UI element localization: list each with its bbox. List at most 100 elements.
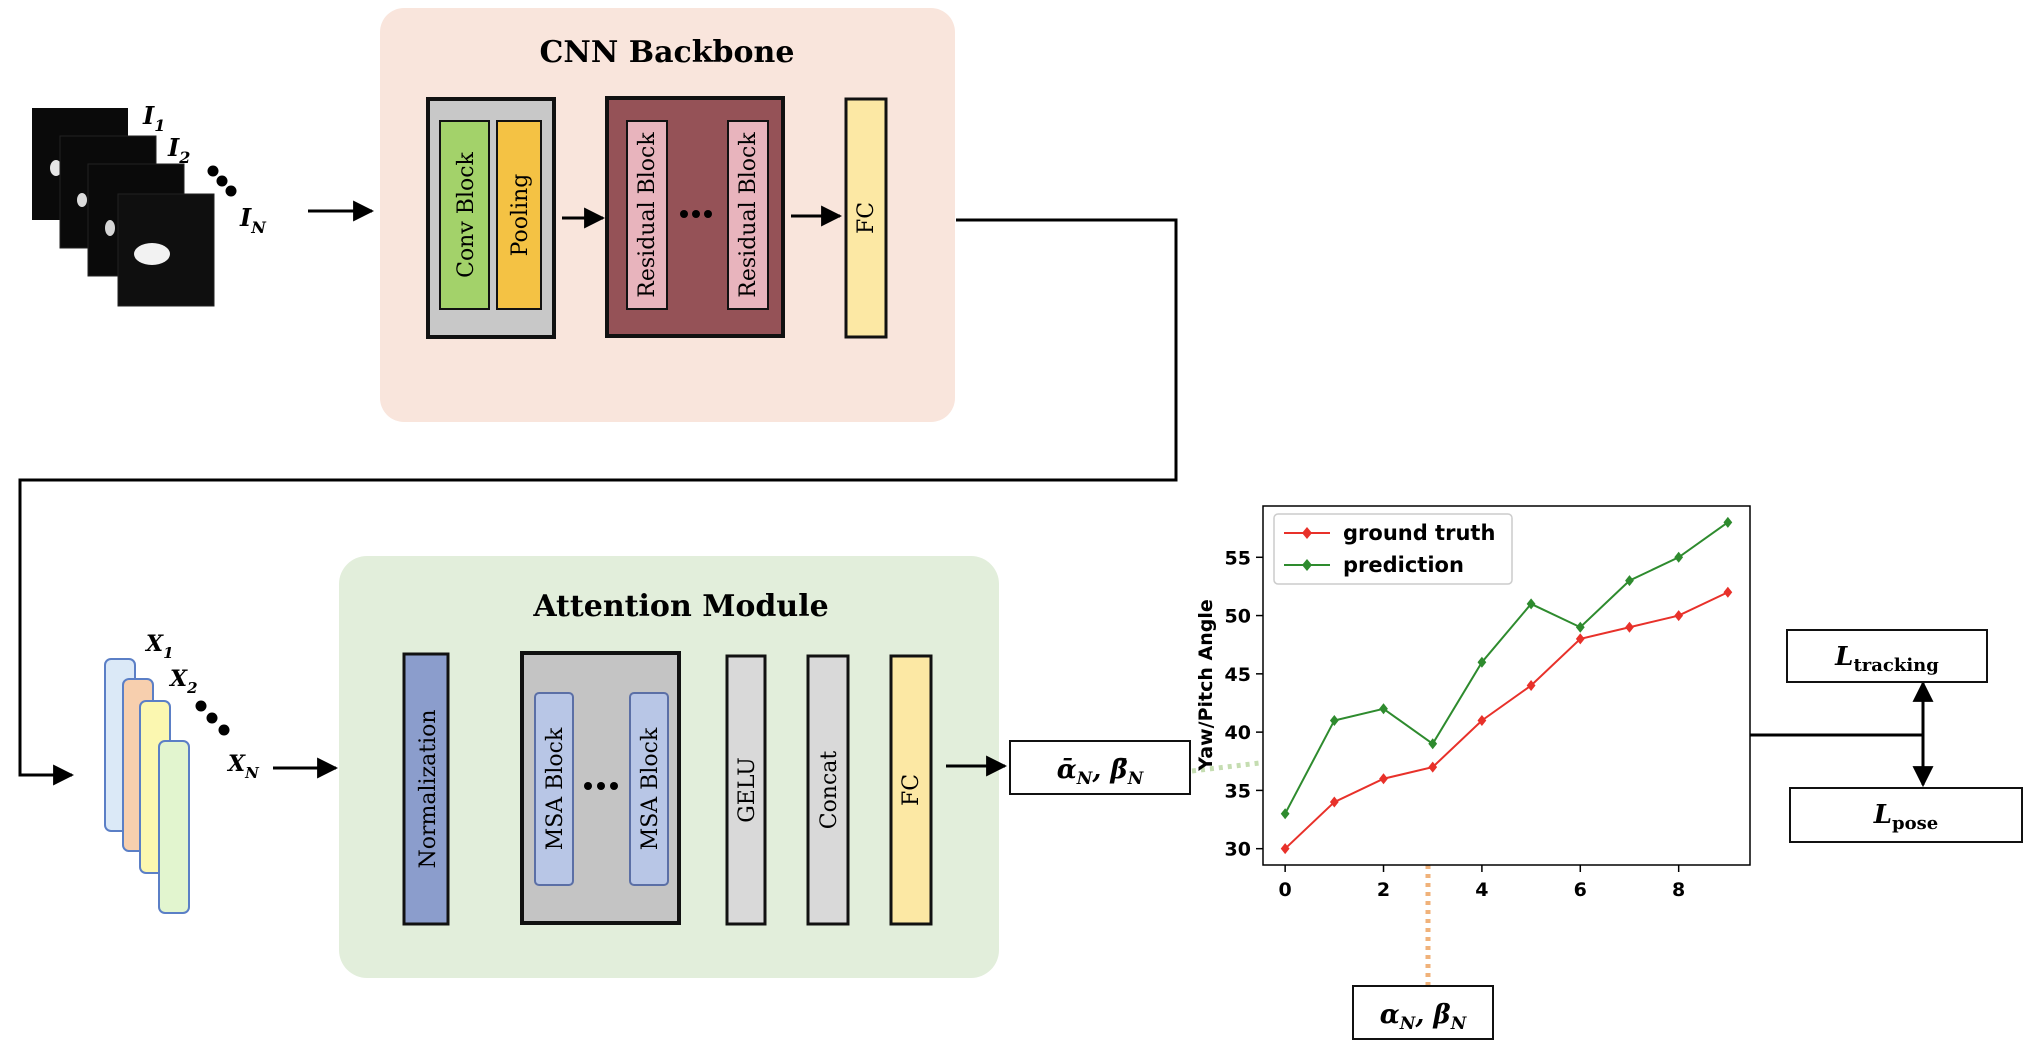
data-point-prediction: [1428, 738, 1438, 750]
label-i2: I2: [167, 133, 190, 167]
input-frame-4: [117, 193, 215, 307]
pose-loss-label: Lpose: [1873, 800, 1938, 834]
cnn-fc-label: FC: [854, 202, 879, 234]
chart-y-axis-label: Yaw/Pitch Angle: [1195, 599, 1217, 771]
msa-block-1: [534, 692, 574, 886]
data-point-ground-truth: [1428, 761, 1438, 773]
data-point-prediction: [1625, 575, 1634, 587]
x-tick-label: 2: [1377, 879, 1390, 901]
data-point-prediction: [1674, 551, 1684, 563]
legend-marker-prediction: [1302, 559, 1312, 571]
series-line-prediction: [1284, 521, 1729, 815]
tracking-loss-label: Ltracking: [1834, 642, 1939, 676]
data-point-prediction: [1379, 703, 1388, 715]
label-x1: X1: [144, 631, 174, 662]
ellipsis-dot: [692, 210, 700, 218]
data-point-ground-truth: [1329, 796, 1339, 808]
x-tick-label: 4: [1475, 879, 1488, 901]
predicted-angles-label: ᾱN, β̄N: [1057, 755, 1145, 789]
ellipsis-dot: [207, 165, 219, 177]
series-line-ground-truth: [1284, 591, 1729, 850]
ellipsis-dot: [225, 185, 237, 197]
attention-module: Attention Module Normalization MSA Block…: [339, 556, 999, 978]
residual-block-1-label: Residual Block: [635, 132, 660, 298]
token-card-4: [158, 740, 190, 914]
label-in: IN: [239, 203, 267, 237]
data-point-prediction: [1280, 808, 1290, 820]
predicted-angles-box: ᾱN, β̄N: [1009, 740, 1191, 795]
cnn-fc-block: [844, 97, 888, 339]
ellipsis-dot: [680, 210, 688, 218]
residual-block-1: [626, 120, 668, 310]
chart-lines: [1284, 521, 1729, 850]
pose-loss-box: [1789, 787, 2023, 843]
conv-block-label: Conv Block: [454, 151, 479, 277]
data-point-prediction: [1575, 621, 1585, 633]
residual-block-2-label: Residual Block: [736, 132, 761, 298]
chart-points: [1280, 516, 1733, 855]
data-point-ground-truth: [1280, 843, 1290, 855]
normalization-label: Normalization: [416, 709, 441, 868]
ellipsis-dot: [206, 712, 218, 724]
ellipsis-dot: [195, 700, 207, 712]
data-point-ground-truth: [1575, 633, 1585, 645]
token-stack: X1 X2 XN: [104, 631, 260, 914]
data-point-prediction: [1723, 516, 1733, 528]
data-point-prediction: [1329, 714, 1339, 726]
ground-truth-angles-box: αN, βN: [1352, 985, 1494, 1040]
concat-block: [806, 654, 850, 926]
data-point-ground-truth: [1379, 773, 1388, 785]
ellipsis-dot: [584, 782, 592, 790]
x-tick-label: 8: [1672, 879, 1685, 901]
cnn-backbone: CNN Backbone Conv Block Pooling Residual…: [380, 8, 955, 422]
msa-block-2-label: MSA Block: [638, 727, 663, 850]
x-tick-label: 0: [1279, 879, 1292, 901]
tracking-loss-box: [1786, 629, 1988, 683]
attention-fc-label: FC: [899, 774, 924, 806]
normalization-block: [402, 652, 450, 926]
conv-block: [439, 120, 490, 310]
y-tick-label: 50: [1225, 606, 1251, 628]
concat-label: Concat: [817, 751, 842, 830]
data-point-ground-truth: [1526, 680, 1536, 691]
attention-module-title: Attention Module: [532, 589, 828, 624]
pooling-label: Pooling: [508, 174, 533, 257]
data-point-ground-truth: [1477, 714, 1487, 726]
ellipsis-dot: [218, 724, 230, 736]
x-tick-label: 6: [1574, 879, 1587, 901]
ellipsis-dot: [610, 782, 618, 790]
data-point-prediction: [1526, 598, 1536, 610]
y-tick-label: 55: [1225, 547, 1251, 569]
ellipsis-dot: [704, 210, 712, 218]
gelu-block: [725, 654, 767, 926]
loss-branches: Ltracking Lpose: [1750, 629, 2023, 843]
msa-block-1-label: MSA Block: [543, 727, 568, 850]
legend-marker-ground-truth: [1302, 527, 1312, 539]
y-tick-label: 40: [1225, 722, 1251, 744]
y-tick-label: 45: [1225, 664, 1251, 686]
ellipsis-dot: [216, 175, 228, 187]
residual-block-2: [727, 120, 769, 310]
cnn-backbone-title: CNN Backbone: [540, 35, 795, 70]
legend-label-ground-truth: ground truth: [1343, 521, 1495, 545]
ellipsis-dot: [597, 782, 605, 790]
legend-label-prediction: prediction: [1343, 553, 1464, 577]
connector-cnn-to-tokens: [18, 218, 1178, 786]
msa-block-2: [629, 692, 669, 886]
chart-legend: ground truth prediction: [1273, 513, 1513, 585]
data-point-ground-truth: [1674, 610, 1684, 622]
label-i1: I1: [142, 101, 165, 135]
ground-truth-angles-label: αN, βN: [1380, 1000, 1468, 1034]
input-image-stack: I1 I2 IN: [32, 101, 267, 307]
gelu-label: GELU: [735, 757, 760, 823]
pooling-block: [496, 120, 542, 310]
attention-fc-block: [889, 654, 933, 926]
label-x2: X2: [168, 666, 198, 697]
data-point-prediction: [1477, 656, 1487, 668]
data-point-ground-truth: [1723, 586, 1733, 598]
y-tick-label: 35: [1225, 780, 1251, 802]
label-xn: XN: [226, 751, 260, 782]
